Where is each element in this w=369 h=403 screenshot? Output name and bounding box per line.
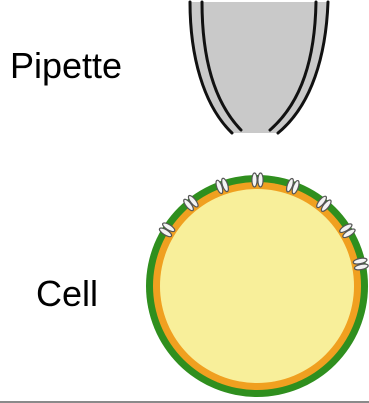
ion-channel-subunit bbox=[258, 173, 263, 187]
cell bbox=[146, 173, 369, 397]
ion-channel-subunit bbox=[252, 173, 257, 187]
cell-cytoplasm bbox=[160, 189, 354, 383]
pipette bbox=[190, 2, 328, 133]
